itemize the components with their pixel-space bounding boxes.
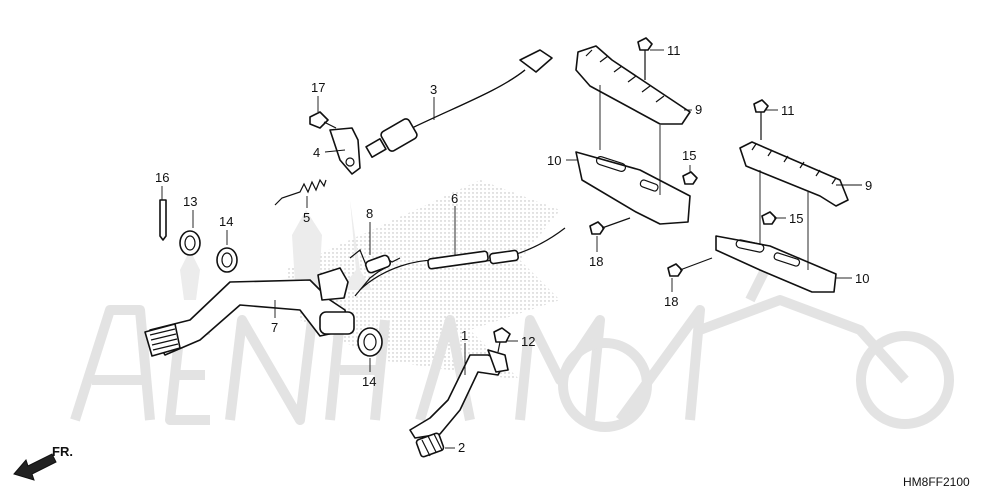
callout-18-lower: 18 xyxy=(664,294,678,309)
part-6-brake-cable xyxy=(354,227,566,297)
callout-10-lower: 10 xyxy=(855,271,869,286)
part-13-seal xyxy=(179,230,201,256)
callout-4: 4 xyxy=(313,145,320,160)
callout-16: 16 xyxy=(155,170,169,185)
part-15-nut-upper xyxy=(682,171,698,185)
callout-6: 6 xyxy=(451,191,458,206)
part-2-rubber xyxy=(415,432,445,458)
callout-9-lower: 9 xyxy=(865,178,872,193)
part-3-stop-switch-cable xyxy=(365,49,553,158)
callout-5: 5 xyxy=(303,210,310,225)
part-9-footpeg-upper xyxy=(575,45,691,125)
callout-15-upper: 15 xyxy=(682,148,696,163)
part-18-bolt-lower xyxy=(667,263,683,277)
part-16-cotter-pin xyxy=(159,199,167,241)
callout-3: 3 xyxy=(430,82,437,97)
callout-14-upper: 14 xyxy=(219,214,233,229)
callout-14-lower: 14 xyxy=(362,374,376,389)
part-14-seal-lower xyxy=(357,327,383,357)
front-arrow-icon xyxy=(13,453,57,481)
callout-18-upper: 18 xyxy=(589,254,603,269)
callout-12: 12 xyxy=(521,334,535,349)
callout-11-lower: 11 xyxy=(781,103,795,118)
callout-7: 7 xyxy=(271,320,278,335)
front-direction-label: FR. xyxy=(52,444,73,459)
part-11-bolt-lower xyxy=(753,99,769,113)
part-11-bolt-upper xyxy=(637,37,653,51)
part-5-spring xyxy=(274,178,327,206)
footpeg-assembly-lower xyxy=(667,99,849,293)
callout-9-upper: 9 xyxy=(695,102,702,117)
part-10-bracket-upper xyxy=(575,151,691,225)
callout-11-upper: 11 xyxy=(667,43,681,58)
callout-8: 8 xyxy=(366,206,373,221)
diagram-code: HM8FF2100 xyxy=(903,475,970,489)
watermark-tower xyxy=(292,110,322,300)
callout-1: 1 xyxy=(461,328,468,343)
part-18-bolt-upper xyxy=(589,221,605,235)
callout-17: 17 xyxy=(311,80,325,95)
callout-15-lower: 15 xyxy=(789,211,803,226)
part-9-footpeg-lower xyxy=(739,141,849,207)
callout-10-upper: 10 xyxy=(547,153,561,168)
part-8-spring xyxy=(349,249,401,274)
part-15-nut-lower xyxy=(761,211,777,225)
part-10-bracket-lower xyxy=(715,235,837,293)
footpeg-assembly-upper xyxy=(575,37,698,235)
part-14-seal-upper xyxy=(216,247,238,273)
part-4-switch-bracket xyxy=(329,127,361,175)
callout-2: 2 xyxy=(458,440,465,455)
part-12-bolt xyxy=(493,327,511,353)
leader-lines xyxy=(161,49,862,449)
callouts: 1 2 3 4 5 6 7 8 9 9 10 10 11 11 12 13 14… xyxy=(155,43,872,455)
callout-13: 13 xyxy=(183,194,197,209)
front-direction-indicator: FR. xyxy=(13,444,73,481)
part-7-brake-pedal xyxy=(144,267,355,357)
part-17-bolt xyxy=(309,111,337,129)
